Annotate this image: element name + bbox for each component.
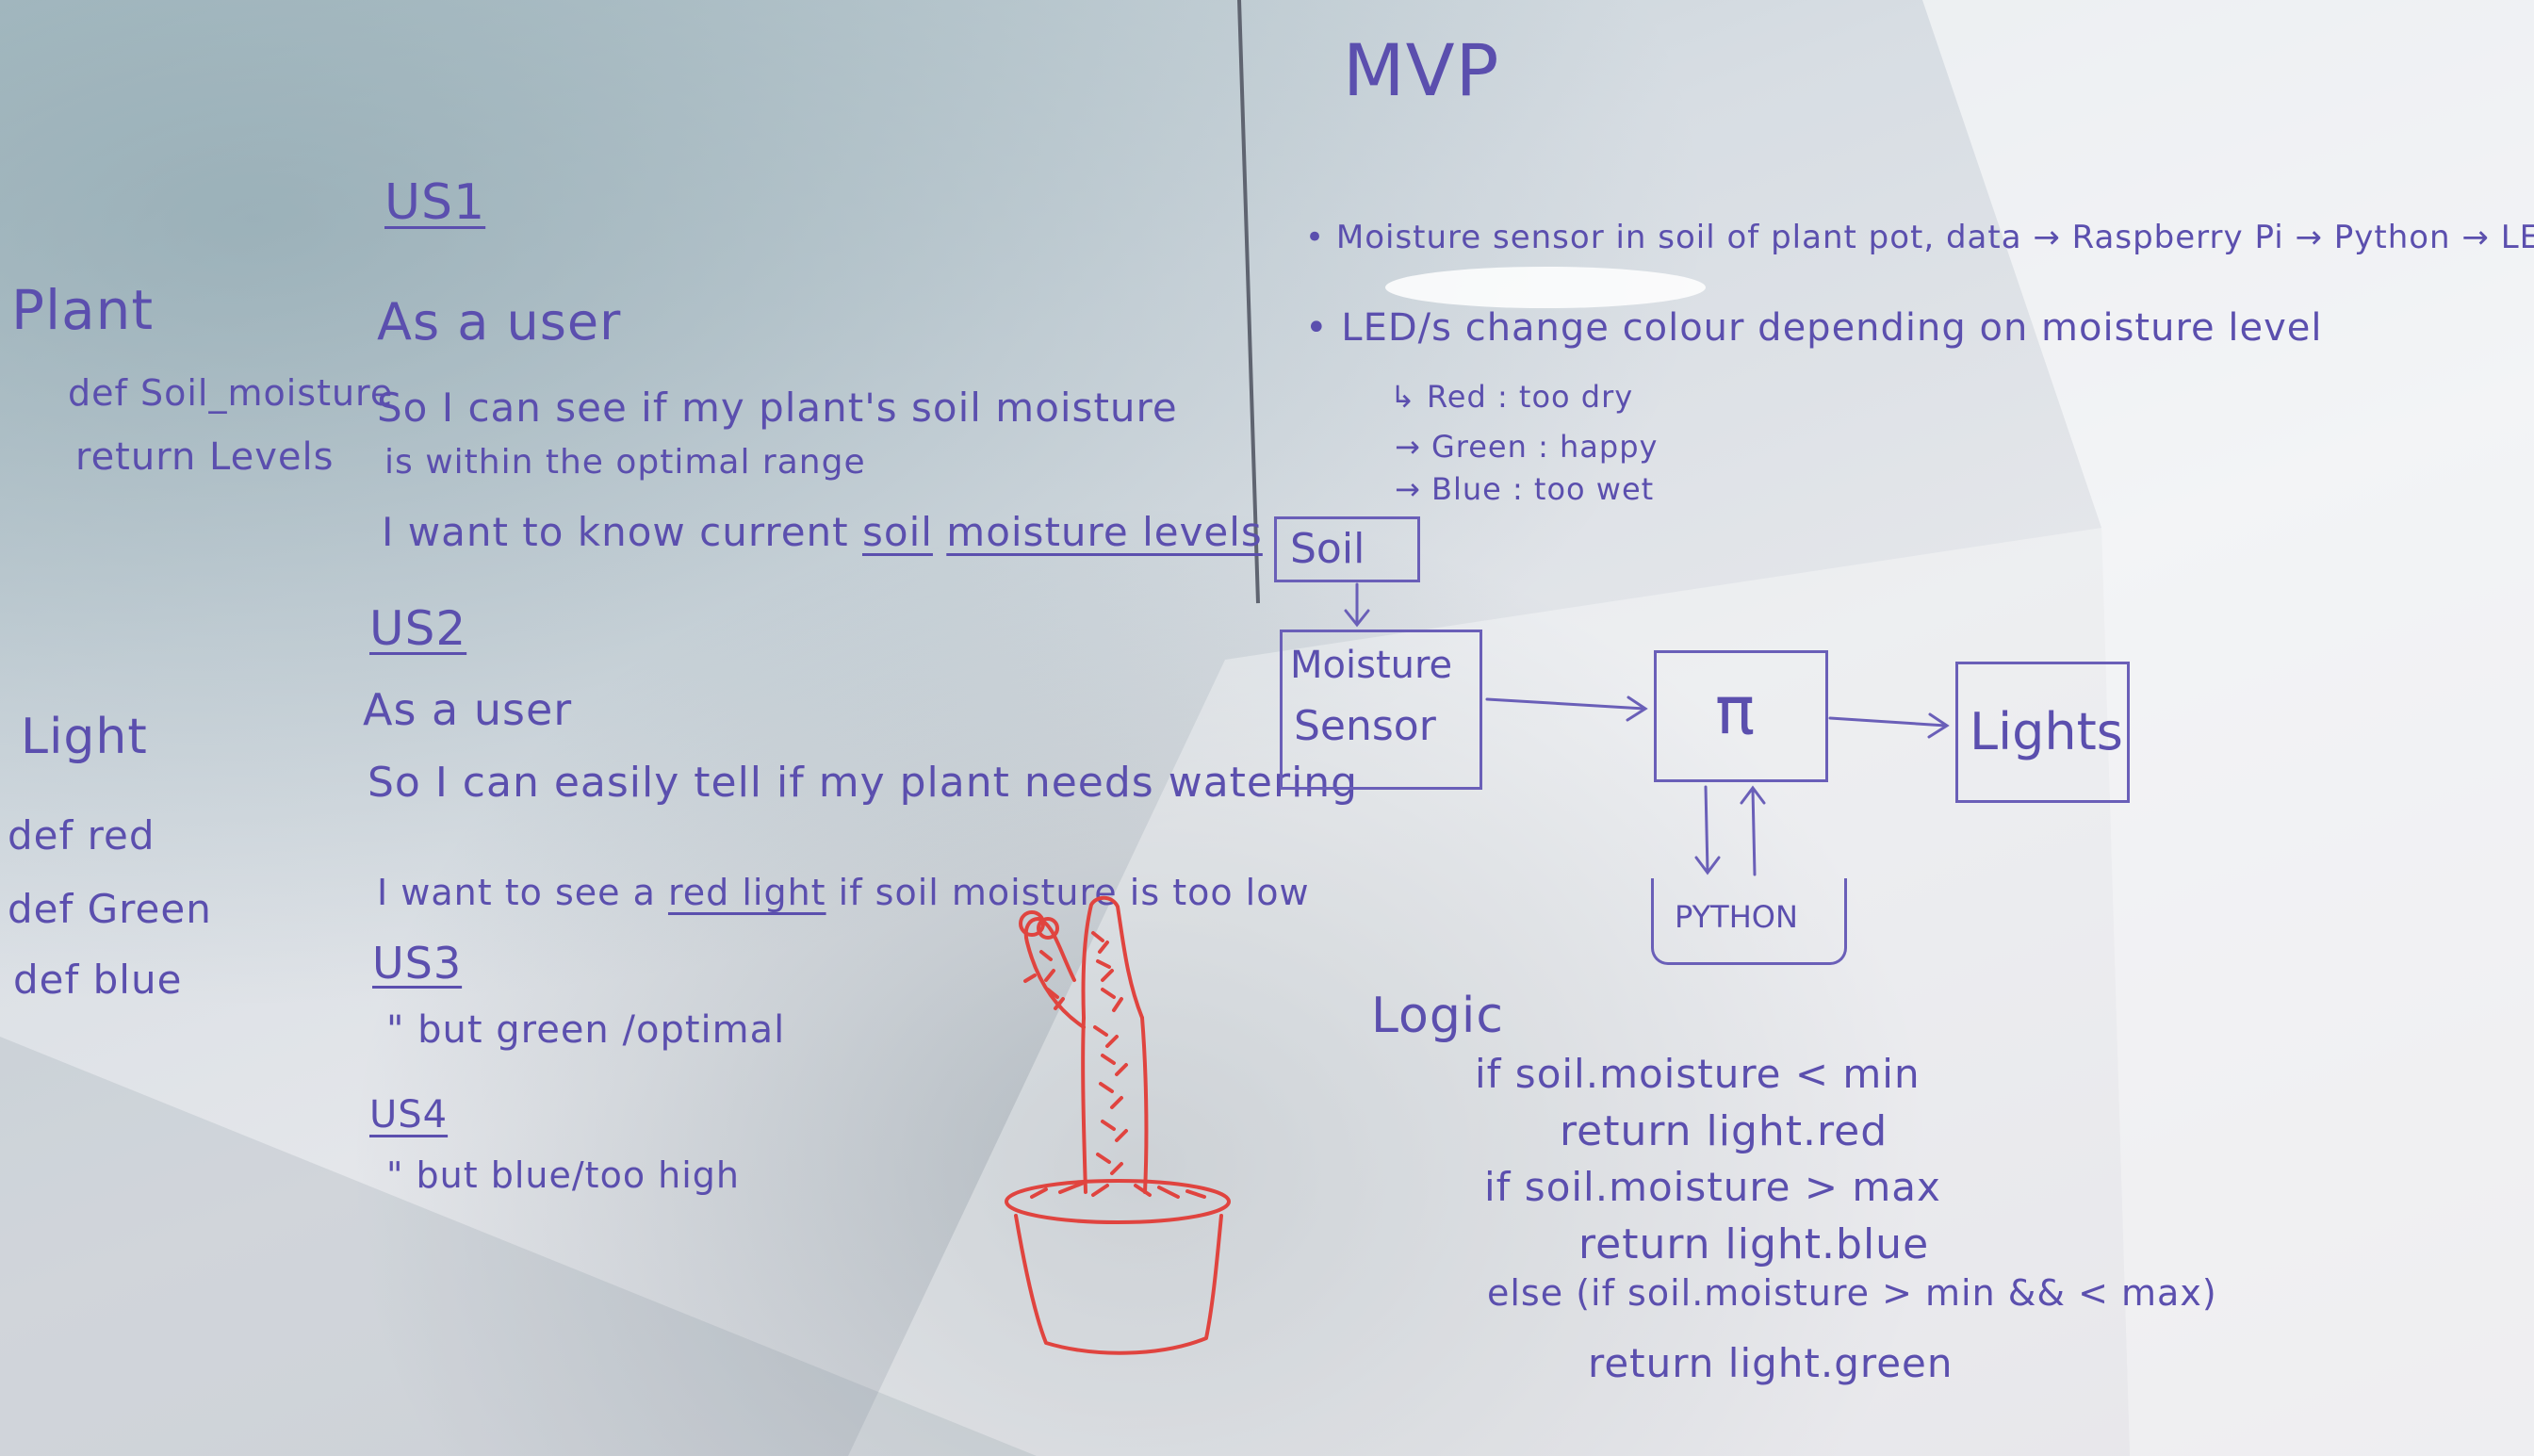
arrow-sensor-to-pi [1485, 697, 1646, 711]
arrow-pi-to-python [1704, 785, 1709, 874]
pot-rim [1005, 1179, 1231, 1224]
us2-line-3: I want to see a red light if soil moistu… [377, 872, 1310, 913]
cactus-trunk [1081, 1016, 1149, 1194]
mvp-sub-green: → Green : happy [1395, 429, 1659, 465]
moisture-sensor-label-2: Sensor [1294, 702, 1436, 750]
light-def-blue: def blue [13, 957, 183, 1003]
us2-title: US2 [369, 601, 467, 656]
lights-box: Lights [1955, 662, 2130, 803]
glare-spot [1385, 267, 1706, 308]
raspberry-pi-box: π [1654, 650, 1828, 782]
moisture-sensor-box: Moisture Sensor [1280, 630, 1482, 790]
arrow-python-to-pi [1751, 788, 1757, 876]
soil-label: Soil [1290, 525, 1365, 573]
plant-return-levels: return Levels [75, 435, 335, 479]
us4-title: US4 [369, 1093, 449, 1137]
mvp-title: MVP [1343, 28, 1500, 112]
logic-line-3: if soil.moisture > max [1484, 1164, 1941, 1210]
us2-line-3-a: I want to see a [377, 872, 656, 913]
mvp-bullet-1: • Moisture sensor in soil of plant pot, … [1305, 219, 2534, 256]
us1-line-4-moisture-levels: moisture levels [946, 509, 1263, 555]
pot-body [1014, 1214, 1223, 1355]
mvp-bullet-2: • LED/s change colour depending on moist… [1305, 306, 2323, 350]
plant-heading: Plant [11, 278, 155, 342]
us1-line-4-a: I want to know current [382, 509, 849, 555]
us2-line-2: So I can easily tell if my plant needs w… [368, 759, 1359, 807]
soil-box: Soil [1274, 516, 1420, 582]
us2-line-3-red-light: red light [667, 872, 826, 913]
arrow-pi-to-lights [1828, 716, 1948, 728]
moisture-sensor-label-1: Moisture [1290, 644, 1453, 687]
us1-line-4: I want to know current soil moisture lev… [382, 509, 1263, 555]
cactus-left-arm [1023, 917, 1086, 1029]
python-box: PYTHON [1651, 878, 1847, 965]
light-def-green: def Green [8, 886, 212, 932]
cactus-right-arm [1081, 895, 1144, 1020]
logic-line-2: return light.red [1560, 1107, 1888, 1155]
board-divider-line [1237, 0, 1260, 604]
us1-title: US1 [384, 174, 486, 231]
us4-line: " but blue/too high [386, 1154, 741, 1196]
light-def-red: def red [8, 812, 155, 859]
raspberry-pi-label: π [1715, 672, 1756, 749]
cactus-flower-1 [1019, 910, 1045, 937]
logic-line-6: return light.green [1588, 1340, 1954, 1386]
plant-def-soil-moisture: def Soil_moisture [68, 372, 394, 414]
us3-title: US3 [372, 938, 463, 989]
mvp-sub-red: ↳ Red : too dry [1390, 379, 1634, 415]
logic-line-1: if soil.moisture < min [1475, 1051, 1921, 1097]
us3-line: " but green /optimal [386, 1008, 786, 1052]
lights-label: Lights [1970, 702, 2123, 761]
light-heading: Light [21, 709, 148, 765]
mvp-sub-blue: → Blue : too wet [1395, 471, 1655, 507]
us2-line-1: As a user [363, 684, 573, 735]
us1-line-1: As a user [377, 292, 622, 352]
us1-line-2: So I can see if my plant's soil moisture [377, 384, 1178, 431]
cactus-flower-2 [1037, 917, 1059, 940]
cactus-spines [1023, 931, 1206, 1199]
python-label: PYTHON [1675, 899, 1798, 935]
logic-line-5: else (if soil.moisture > min && < max) [1487, 1272, 2217, 1314]
us1-line-3: is within the optimal range [384, 443, 866, 482]
us2-line-3-c: if soil moisture is too low [838, 872, 1310, 913]
logic-title: Logic [1371, 988, 1504, 1044]
us1-line-4-soil: soil [862, 509, 933, 555]
logic-line-4: return light.blue [1578, 1220, 1930, 1268]
